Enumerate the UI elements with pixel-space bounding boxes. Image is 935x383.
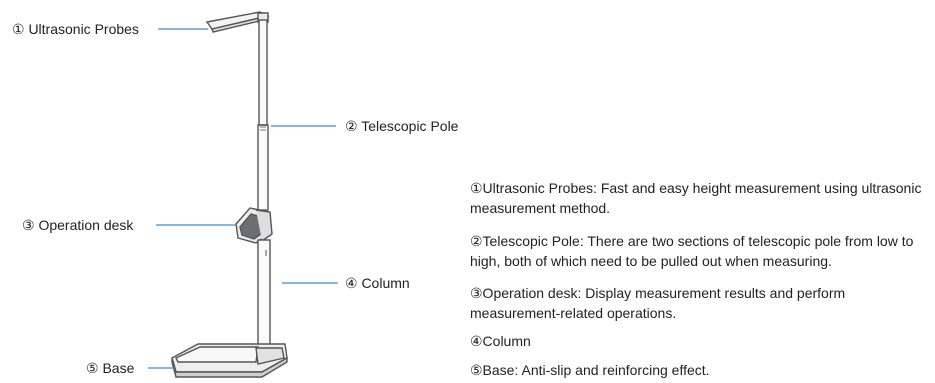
description-text: : Fast and easy height measurement using… — [470, 180, 922, 216]
description-operation-desk: ③Operation desk: Display measurement res… — [470, 283, 930, 323]
description-text: : Display measurement results and perfor… — [470, 285, 846, 321]
description-title: ①Ultrasonic Probes — [470, 180, 594, 196]
operation-desk — [235, 207, 273, 244]
callout-telescopic-pole: ② Telescopic Pole — [345, 118, 459, 134]
description-title: ②Telescopic Pole — [470, 233, 580, 249]
callout-ultrasonic-probes: ① Ultrasonic Probes — [12, 21, 139, 37]
leader-lines — [148, 28, 338, 369]
description-text: : There are two sections of telescopic p… — [470, 233, 914, 269]
description-title: ⑤Base — [470, 362, 515, 378]
callout-operation-desk: ③ Operation desk — [22, 217, 134, 233]
description-ultrasonic-probes: ①Ultrasonic Probes: Fast and easy height… — [470, 178, 930, 218]
callout-column: ④ Column — [345, 275, 410, 291]
base-plate — [171, 343, 288, 378]
callout-base: ⑤ Base — [86, 360, 135, 376]
description-base: ⑤Base: Anti-slip and reinforcing effect. — [470, 360, 930, 380]
description-title: ④Column — [470, 333, 531, 349]
telescopic-pole — [257, 19, 269, 211]
description-title: ③Operation desk — [470, 285, 578, 301]
description-telescopic-pole: ②Telescopic Pole: There are two sections… — [470, 231, 930, 271]
description-column: ④Column — [470, 331, 930, 351]
description-text: : Anti-slip and reinforcing effect. — [514, 362, 710, 378]
column — [257, 239, 271, 361]
